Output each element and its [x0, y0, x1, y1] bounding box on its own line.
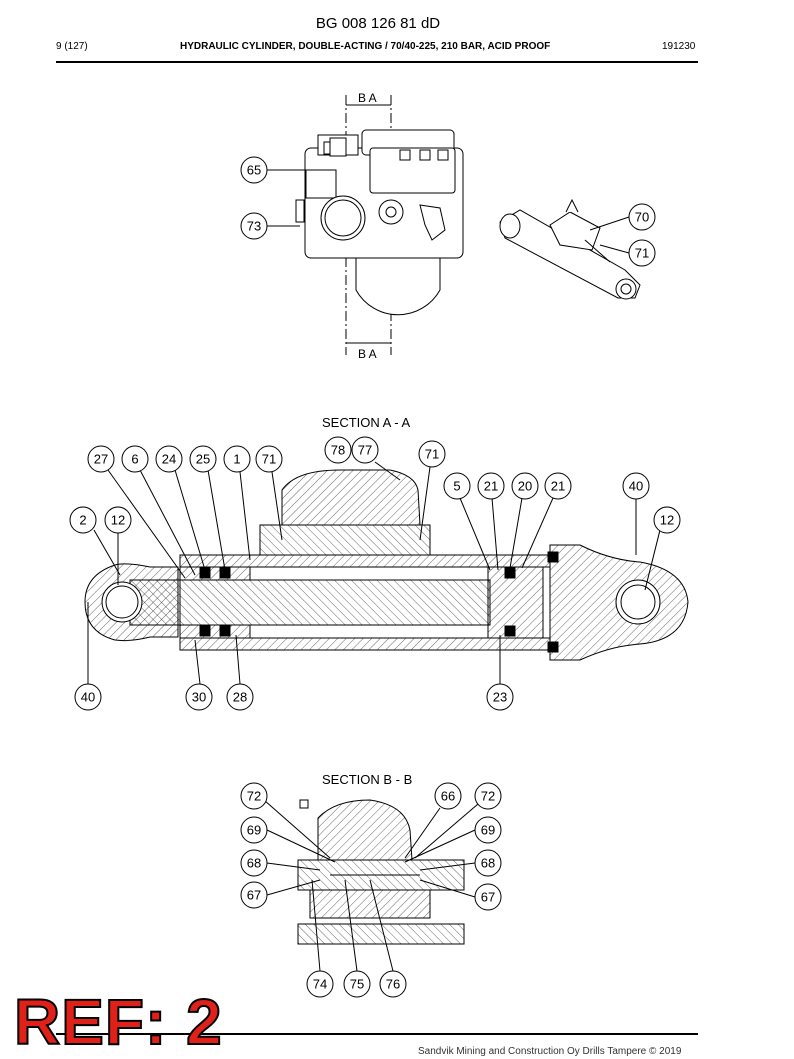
callout-74: 74: [306, 879, 334, 998]
callout-12-left: 12: [104, 506, 132, 585]
svg-text:71: 71: [425, 447, 439, 462]
callout-30: 30: [185, 639, 213, 711]
svg-text:1: 1: [233, 452, 240, 467]
svg-text:76: 76: [386, 977, 400, 992]
ba-label-top: B A: [358, 91, 377, 105]
callout-65: 65: [240, 156, 310, 184]
callout-73: 73: [240, 212, 300, 240]
callout-67-left: 67: [240, 879, 321, 909]
callout-72-right: 72: [414, 782, 502, 859]
callout-28: 28: [226, 634, 254, 711]
callout-70: 70: [589, 203, 656, 231]
svg-text:74: 74: [313, 977, 327, 992]
svg-text:6: 6: [131, 452, 138, 467]
callout-1: 1: [223, 445, 251, 561]
svg-text:12: 12: [111, 513, 125, 528]
callout-21-a: 21: [477, 472, 505, 571]
ref-stamp: REF: 2: [13, 985, 223, 1059]
callout-25: 25: [189, 445, 226, 571]
svg-text:68: 68: [481, 856, 495, 871]
svg-text:21: 21: [551, 479, 565, 494]
svg-text:78: 78: [331, 443, 345, 458]
callout-6: 6: [121, 445, 196, 576]
valve-block-view: [295, 95, 464, 355]
callout-76: 76: [369, 879, 407, 998]
svg-text:69: 69: [247, 823, 261, 838]
svg-text:24: 24: [162, 452, 176, 467]
svg-text:21: 21: [484, 479, 498, 494]
svg-text:71: 71: [635, 246, 649, 261]
callout-69-right: 69: [404, 816, 502, 863]
callout-27: 27: [87, 445, 186, 579]
callouts-top: 65 73 70 71: [240, 156, 656, 267]
document-title: HYDRAULIC CYLINDER, DOUBLE-ACTING / 70/4…: [180, 41, 551, 52]
callout-40-left: 40: [74, 602, 102, 711]
section-aa-title: SECTION A - A: [322, 415, 411, 430]
svg-text:66: 66: [441, 789, 455, 804]
ba-label-bottom: B A: [358, 347, 377, 361]
svg-text:70: 70: [635, 210, 649, 225]
callouts-section-aa: 27 6 24 25 1 71 78 77 71 5 21 20 21 40 2…: [69, 436, 681, 711]
svg-text:2: 2: [79, 513, 86, 528]
document-id: BG 008 126 81 dD: [315, 15, 441, 32]
svg-text:72: 72: [481, 789, 495, 804]
callout-68-right: 68: [419, 849, 502, 877]
document-code: 191230: [662, 41, 696, 52]
callout-66: 66: [404, 782, 462, 859]
callout-67-right: 67: [419, 879, 502, 911]
svg-text:72: 72: [247, 789, 261, 804]
header-rule: [56, 61, 698, 63]
callout-71-top: 71: [599, 239, 656, 267]
section-aa-view: [84, 469, 689, 661]
svg-text:20: 20: [518, 479, 532, 494]
callout-69-left: 69: [240, 816, 336, 863]
page-number: 9 (127): [56, 41, 88, 52]
callout-24: 24: [155, 445, 206, 571]
svg-text:5: 5: [453, 479, 460, 494]
svg-text:67: 67: [481, 890, 495, 905]
svg-text:25: 25: [196, 452, 210, 467]
callout-40-right: 40: [622, 472, 650, 555]
svg-text:12: 12: [660, 513, 674, 528]
svg-text:75: 75: [350, 977, 364, 992]
svg-text:30: 30: [192, 690, 206, 705]
callout-20: 20: [509, 472, 539, 569]
cylinder-isometric-view: [499, 198, 641, 300]
callout-68-left: 68: [240, 849, 321, 877]
svg-text:73: 73: [247, 219, 261, 234]
svg-text:77: 77: [358, 443, 372, 458]
section-bb-view: [297, 799, 465, 945]
callout-5: 5: [443, 472, 491, 571]
svg-text:65: 65: [247, 163, 261, 178]
callout-23: 23: [486, 635, 514, 711]
svg-text:40: 40: [81, 690, 95, 705]
svg-text:67: 67: [247, 888, 261, 903]
svg-text:28: 28: [233, 690, 247, 705]
footer-copyright: Sandvik Mining and Construction Oy Drill…: [418, 1046, 682, 1057]
svg-text:27: 27: [94, 452, 108, 467]
callout-21-b: 21: [521, 472, 572, 569]
svg-text:68: 68: [247, 856, 261, 871]
svg-text:40: 40: [629, 479, 643, 494]
svg-text:69: 69: [481, 823, 495, 838]
callout-72-left: 72: [240, 782, 331, 859]
section-bb-title: SECTION B - B: [322, 772, 413, 787]
callout-71-left: 71: [255, 445, 283, 541]
svg-text:23: 23: [493, 690, 507, 705]
callout-2: 2: [69, 506, 121, 576]
callout-78: 78: [324, 436, 352, 464]
svg-text:71: 71: [262, 452, 276, 467]
callout-75: 75: [343, 879, 371, 998]
callout-77: 77: [351, 436, 401, 481]
callout-71-right: 71: [418, 440, 446, 541]
callout-12-right: 12: [644, 506, 681, 591]
callouts-section-bb: 72 66 72 69 69 68 68 67 67 74 75 76: [240, 782, 502, 998]
